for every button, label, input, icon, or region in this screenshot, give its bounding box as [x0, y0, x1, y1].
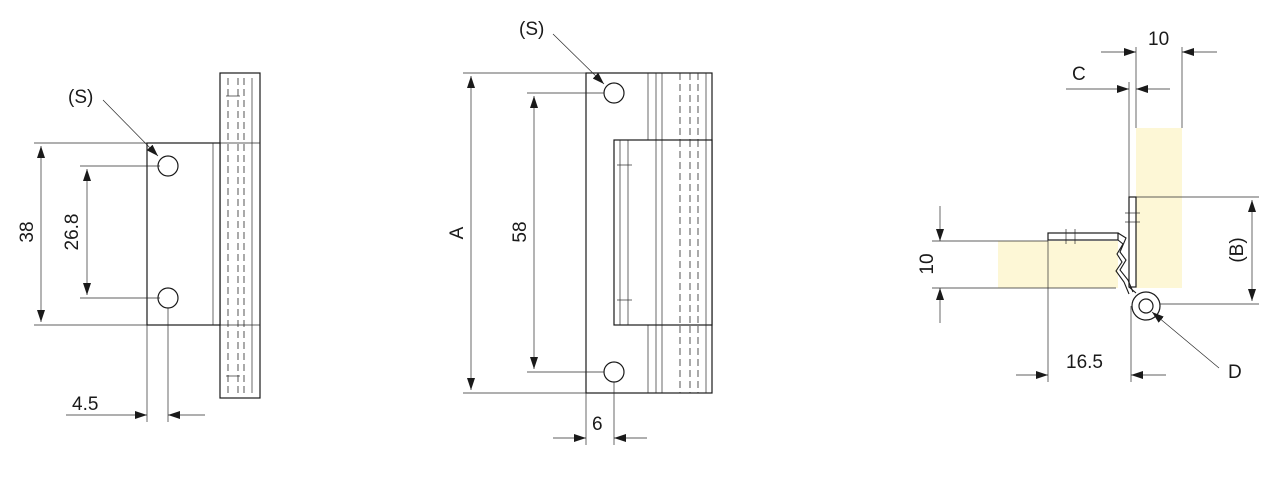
- dimension-a: A: [447, 226, 468, 239]
- screw-hole-middle-bottom: [603, 361, 625, 383]
- middle-view: (S) A 58 6: [447, 19, 713, 445]
- hinge-joggle-outer: [1117, 232, 1134, 293]
- hinge-leaf-horizontal: [1047, 232, 1119, 241]
- dimension-c: C: [1072, 64, 1086, 85]
- wood-panel-vertical: [1136, 128, 1182, 288]
- dimension-b: (B): [1227, 237, 1248, 262]
- screw-hole-left-bottom: [157, 287, 179, 309]
- screw-hole-left-top: [157, 155, 179, 177]
- dimension-d: D: [1228, 362, 1242, 383]
- dimension-4-5: 4.5: [72, 394, 98, 415]
- wood-panel-horizontal: [998, 241, 1118, 288]
- right-view: 10 C 10 (B) 16.5 D: [917, 29, 1259, 383]
- hinge-joggle-inner: [1115, 239, 1130, 295]
- dimension-58: 58: [510, 221, 531, 242]
- hinge-pin: [1138, 298, 1154, 314]
- dimension-6: 6: [592, 414, 603, 435]
- screw-label-left: (S): [68, 87, 93, 108]
- dimension-10-top: 10: [1148, 29, 1169, 50]
- screw-label-middle: (S): [519, 19, 544, 40]
- left-view: (S) 38 26.8 4.5: [17, 72, 261, 422]
- dimension-10-left: 10: [917, 253, 938, 274]
- screw-hole-middle-top: [603, 82, 625, 104]
- leaf-plate-middle-inner: [613, 139, 713, 326]
- hinge-leaf-vertical: [1128, 196, 1137, 288]
- dimension-38: 38: [17, 221, 38, 242]
- knuckle-strip-left: [219, 72, 261, 399]
- dimension-16-5: 16.5: [1066, 352, 1103, 373]
- dimension-26-8: 26.8: [62, 214, 83, 251]
